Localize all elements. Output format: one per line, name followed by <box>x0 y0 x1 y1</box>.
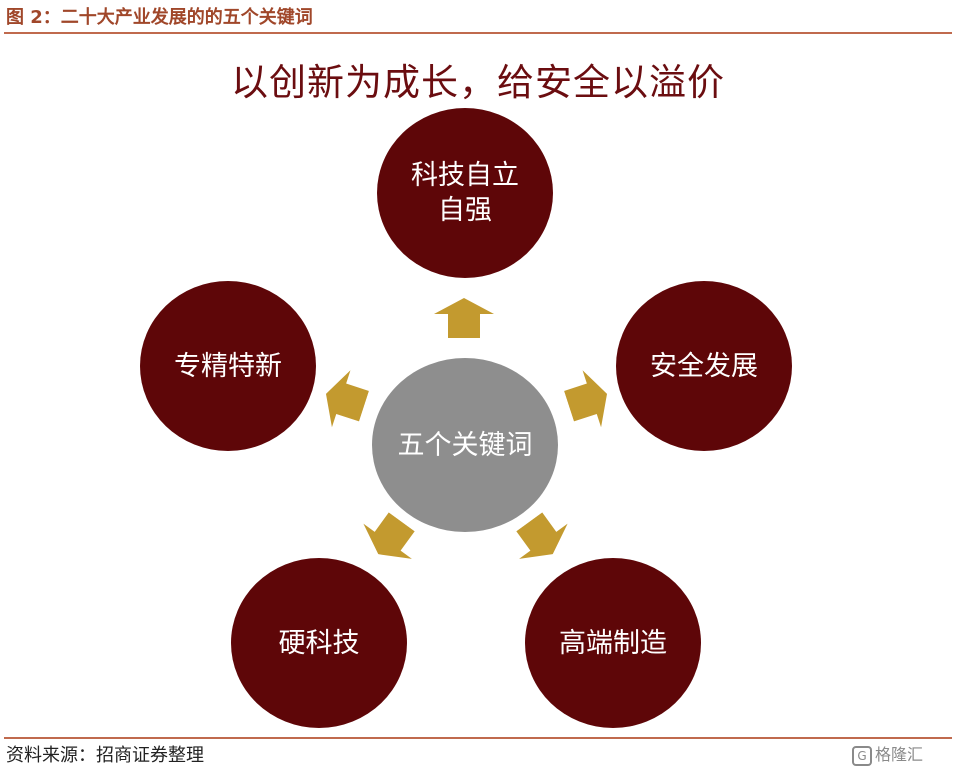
node-label: 硬科技 <box>278 627 360 659</box>
arrow-up-icon <box>434 298 494 338</box>
bottom-divider <box>4 737 952 739</box>
node-high-end-manufacturing: 高端制造 <box>525 558 701 728</box>
headline: 以创新为成长，给安全以溢价 <box>231 61 725 104</box>
center-label: 五个关键词 <box>397 429 533 461</box>
arrow-right-icon <box>564 370 608 428</box>
figure-title: 图 2：二十大产业发展的的五个关键词 <box>6 7 313 28</box>
node-label: 科技自立自强 <box>411 160 519 226</box>
node-label: 高端制造 <box>559 627 667 659</box>
source-note: 资料来源：招商证券整理 <box>6 745 204 766</box>
arrow-left-icon <box>325 370 369 428</box>
node-specialized-novel: 专精特新 <box>140 281 316 451</box>
arrow-down-left-icon <box>363 512 415 559</box>
watermark-mark-icon: G <box>852 745 872 766</box>
top-divider <box>4 32 952 34</box>
node-label: 安全发展 <box>650 350 758 382</box>
watermark-text: 格隆汇 <box>875 745 924 764</box>
node-label: 专精特新 <box>174 350 282 382</box>
arrow-down-right-icon <box>516 512 568 559</box>
node-security-development: 安全发展 <box>616 281 792 451</box>
center-node: 五个关键词 <box>372 358 558 532</box>
node-hard-tech: 硬科技 <box>231 558 407 728</box>
node-tech-self-reliance: 科技自立自强 <box>377 108 553 278</box>
